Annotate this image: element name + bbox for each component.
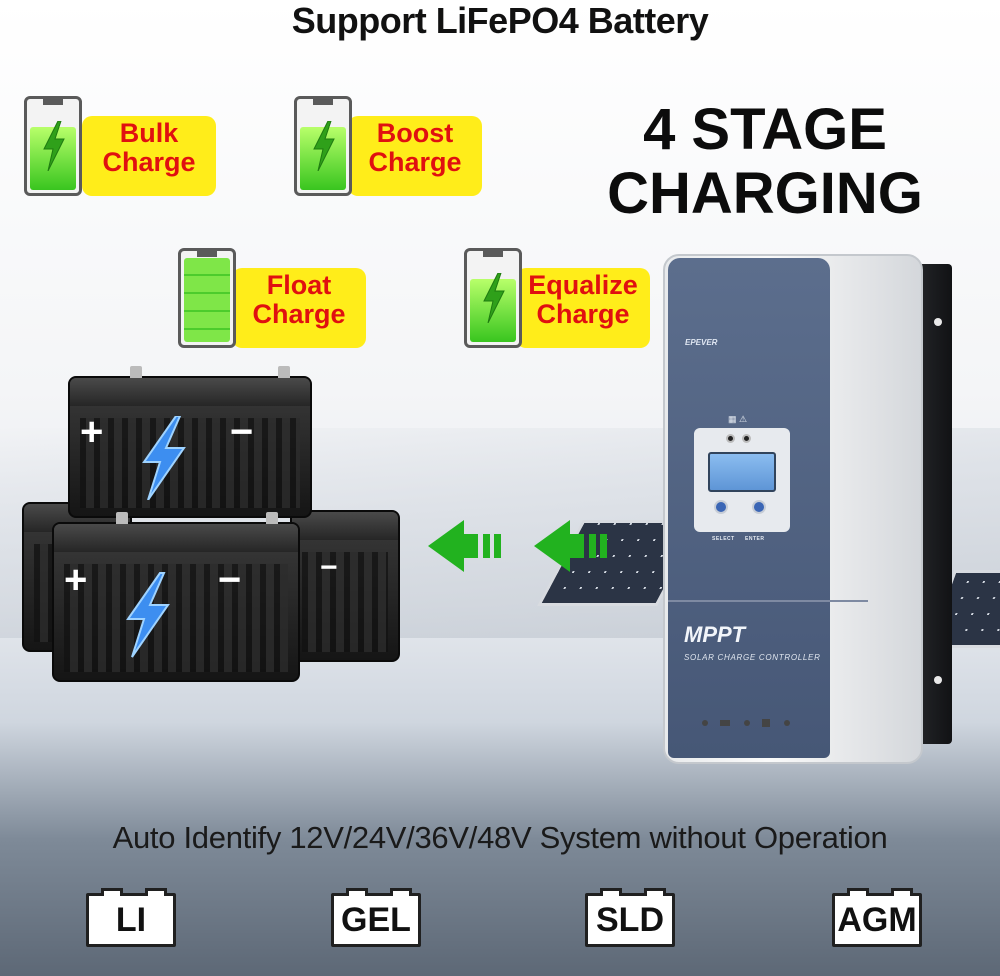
battery-image: + − <box>52 512 300 682</box>
battery-image: + − <box>68 366 312 518</box>
battery-image: − <box>290 510 400 662</box>
system-caption: Auto Identify 12V/24V/36V/48V System wit… <box>112 820 888 855</box>
headline: Support LiFePO4 Battery <box>291 0 709 41</box>
stage-label: Boost Charge <box>348 116 482 196</box>
enter-button[interactable] <box>752 500 766 514</box>
indicator-led <box>742 434 751 443</box>
controller-model: MPPT <box>684 622 746 647</box>
controller-port-icons <box>680 712 800 738</box>
plus-symbol: + <box>80 410 104 454</box>
stage-title: 4 STAGE CHARGING <box>585 98 945 226</box>
battery-fill <box>184 258 230 342</box>
minus-symbol: − <box>218 558 242 602</box>
charging-battery-icon <box>294 96 352 196</box>
battery-type-gel: GEL <box>331 888 421 947</box>
stage-label: Float Charge <box>232 268 366 348</box>
minus-symbol: − <box>320 551 338 584</box>
stage-label: Equalize Charge <box>516 268 650 348</box>
plus-symbol: + <box>64 558 88 602</box>
warning-icon: ▦ ⚠ <box>728 414 748 424</box>
minus-symbol: − <box>230 410 254 454</box>
stage-title-line1: 4 STAGE <box>643 97 887 162</box>
lightning-bolt-icon <box>142 416 186 500</box>
select-button[interactable] <box>714 500 728 514</box>
enter-label: ENTER <box>745 536 765 542</box>
lcd-screen <box>708 452 776 492</box>
lightning-bolt-icon <box>313 121 335 171</box>
battery-type-li: LI <box>86 888 176 947</box>
indicator-led <box>726 434 735 443</box>
lightning-bolt-icon <box>126 572 170 658</box>
arrow-left-icon <box>534 520 607 572</box>
charging-battery-icon <box>464 248 522 348</box>
lightning-bolt-icon <box>483 273 505 323</box>
lightning-bolt-icon <box>43 121 65 171</box>
full-battery-icon <box>178 248 236 348</box>
controller-subtitle: SOLAR CHARGE CONTROLLER <box>684 653 821 662</box>
panel-divider <box>668 600 868 602</box>
brand-logo: EPEVER <box>685 338 718 347</box>
battery-type-sld: SLD <box>585 888 675 947</box>
stage-label: Bulk Charge <box>82 116 216 196</box>
battery-type-agm: AGM <box>832 888 922 947</box>
arrow-left-icon <box>428 520 501 572</box>
stage-title-line2: CHARGING <box>607 161 923 226</box>
charging-battery-icon <box>24 96 82 196</box>
select-label: SELECT <box>712 536 735 542</box>
